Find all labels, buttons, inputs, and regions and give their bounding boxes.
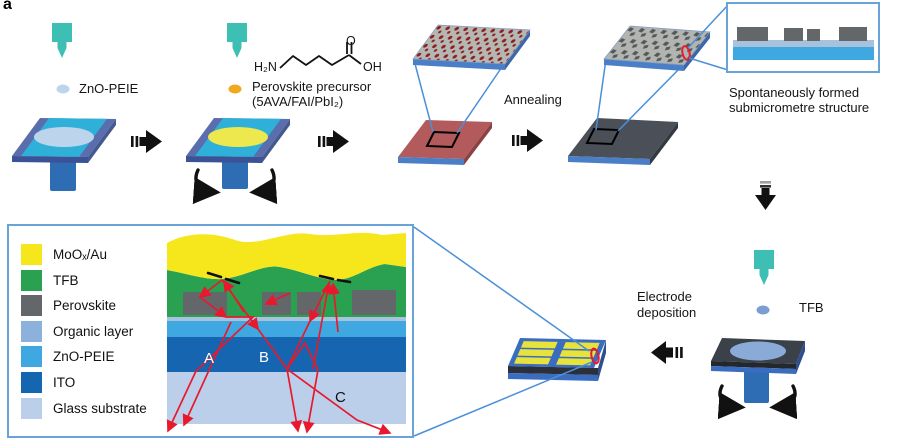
precursor-film-disc — [208, 127, 268, 147]
process-arrow-1-icon — [131, 130, 162, 153]
precursor-grains-panel — [412, 24, 531, 70]
organic-layer — [167, 315, 406, 321]
magnified-spot-marker — [681, 45, 691, 61]
legend-item-moox-au: MoOₓ/Au — [21, 244, 147, 265]
ray-label-c: C — [335, 389, 346, 406]
spin-coater-1 — [12, 118, 116, 191]
structure-caption-line1: Spontaneously formed — [729, 85, 860, 100]
zoom-lines-structure-inset — [687, 4, 729, 71]
dropper-icon-2 — [227, 23, 247, 58]
process-arrow-3-icon — [512, 129, 543, 152]
moox-au-layer — [167, 232, 406, 281]
perovskite-platelets — [737, 27, 867, 41]
spin-coater-2 — [186, 118, 290, 205]
spin-chuck-icon — [50, 158, 76, 191]
zoom-lines-device-inset — [413, 226, 593, 437]
ito-layer — [167, 337, 406, 372]
spin-coater-3 — [711, 338, 805, 420]
zoom-lines-precursor — [413, 59, 505, 134]
legend-item-ito: ITO — [21, 371, 147, 393]
ray-label-a: A — [204, 350, 215, 367]
zno-peie-swatch — [21, 346, 42, 368]
organic-layer-swatch — [21, 320, 42, 342]
zoom-lines-annealed — [595, 58, 684, 132]
spin-chuck-icon — [222, 157, 248, 189]
magnified-region-outline — [585, 127, 621, 146]
device-with-electrodes — [507, 338, 606, 381]
zno-peie-label: ZnO-PEIE — [79, 81, 139, 96]
legend-item-perovskite: Perovskite — [21, 295, 147, 317]
molecule-carbonyl-o-label: O — [346, 34, 356, 48]
ito-swatch — [21, 371, 42, 393]
spin-chuck-icon — [744, 371, 769, 403]
moox-au-swatch — [21, 244, 42, 265]
cross-section-inset — [7, 224, 414, 438]
precursor-film-substrate — [398, 120, 492, 165]
precursor-label-line2: (5AVA/FAI/PbI₂) — [252, 94, 344, 109]
zno-peie-dot-icon — [56, 84, 70, 94]
dropper-icon-1 — [52, 23, 72, 58]
magnified-spot-marker — [590, 347, 600, 365]
rotation-arrow-left-icon — [717, 384, 746, 420]
zno-peie-layer — [167, 321, 406, 337]
precursor-label-line1: Perovskite precursor — [252, 79, 372, 94]
figure-panel-label: a — [3, 0, 12, 13]
light-ray-paths — [166, 279, 392, 435]
tfb-dot-icon — [756, 305, 770, 315]
legend-item-glass-substrate: Glass substrate — [21, 397, 147, 419]
perovskite-grains — [183, 290, 396, 315]
molecule-hydroxyl-label: OH — [363, 60, 382, 74]
electrode-deposition-line1: Electrode — [637, 289, 692, 304]
zno-peie-film-disc — [34, 127, 94, 147]
legend-item-tfb: TFB — [21, 269, 147, 291]
glass-substrate-swatch — [21, 397, 42, 419]
molecule-amine-label: H₂N — [254, 60, 277, 74]
tfb-swatch — [21, 269, 42, 291]
structure-caption-line2: submicrometre structure — [729, 100, 870, 115]
tfb-label: TFB — [799, 300, 824, 315]
electrode-deposition-line2: deposition — [637, 305, 697, 320]
process-arrow-2-icon — [318, 130, 349, 153]
precursor-dot-icon — [228, 84, 242, 94]
molecule-5ava-skeleton-icon — [279, 42, 362, 69]
legend-item-organic-layer: Organic layer — [21, 320, 147, 342]
process-arrow-down-icon — [755, 181, 776, 210]
legend-item-zno-peie: ZnO-PEIE — [21, 346, 147, 368]
magnified-region-outline — [425, 130, 461, 149]
electrode-pads — [514, 341, 600, 366]
annealing-label: Annealing — [504, 92, 562, 107]
process-arrow-left-icon — [651, 341, 683, 364]
annealed-grains-panel — [603, 25, 711, 71]
rotation-arrow-right-icon — [769, 384, 798, 420]
submicrometre-structure-inset — [726, 2, 880, 73]
tfb-film-disc — [730, 341, 786, 361]
dropper-icon-3 — [754, 250, 774, 285]
ray-label-b: B — [259, 349, 270, 366]
glass-substrate-layer — [167, 372, 406, 424]
rotation-arrow-left-icon — [192, 168, 221, 205]
perovskite-swatch — [21, 295, 42, 317]
rotation-arrow-right-icon — [249, 168, 278, 205]
layer-legend: MoOₓ/Au TFB Perovskite Organic layer ZnO… — [21, 244, 147, 423]
